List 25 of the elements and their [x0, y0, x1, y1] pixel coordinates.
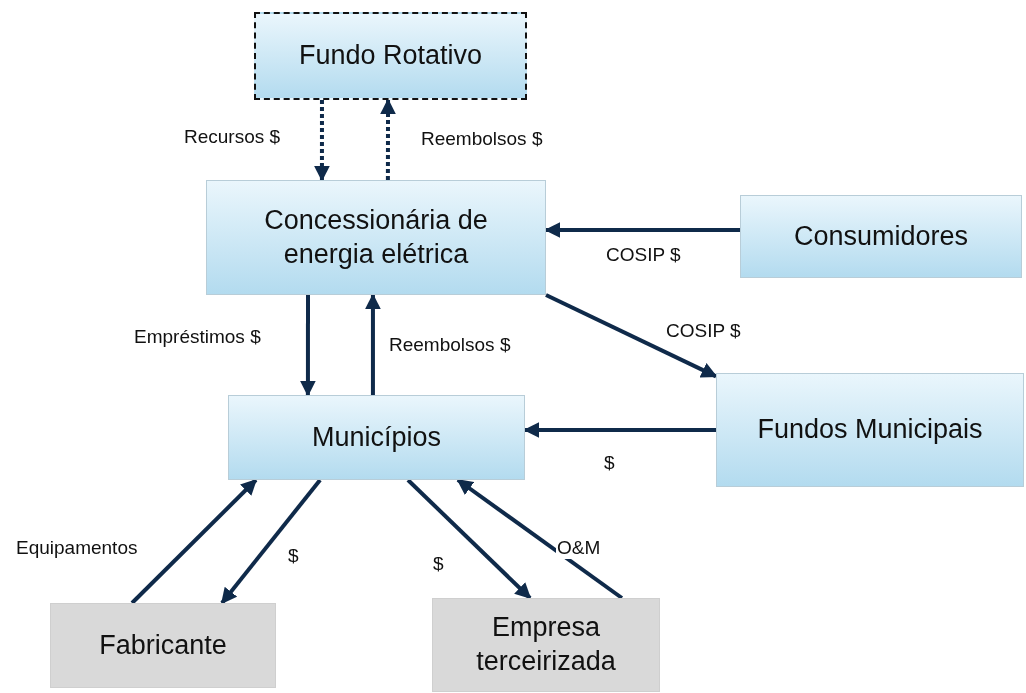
arrow	[545, 293, 718, 379]
process-box	[740, 195, 1022, 278]
node-label: Concessionária de energia elétrica	[263, 203, 489, 271]
arrow	[544, 222, 740, 239]
arrow	[523, 422, 716, 438]
node-label: Consumidores	[793, 219, 969, 253]
dashed-arrow	[313, 100, 330, 182]
node-label: Fundo Rotativo	[298, 39, 483, 73]
process-box	[228, 395, 525, 480]
process-box	[716, 373, 1024, 487]
node-label: Fundos Municipais	[757, 413, 983, 447]
arrow	[220, 478, 322, 605]
node-label: Empresa terceirizada	[475, 611, 617, 678]
process-box	[432, 598, 660, 692]
process-box	[50, 603, 276, 688]
node-label: Fabricante	[99, 628, 227, 662]
arrow	[364, 293, 381, 395]
dashed-arrow	[380, 98, 396, 180]
arrow	[299, 295, 316, 397]
arrow	[406, 478, 532, 600]
process-box	[206, 180, 546, 295]
arrow	[456, 478, 624, 600]
arrow	[130, 478, 258, 605]
process-box	[254, 12, 527, 100]
node-label: Municípios	[311, 420, 442, 454]
